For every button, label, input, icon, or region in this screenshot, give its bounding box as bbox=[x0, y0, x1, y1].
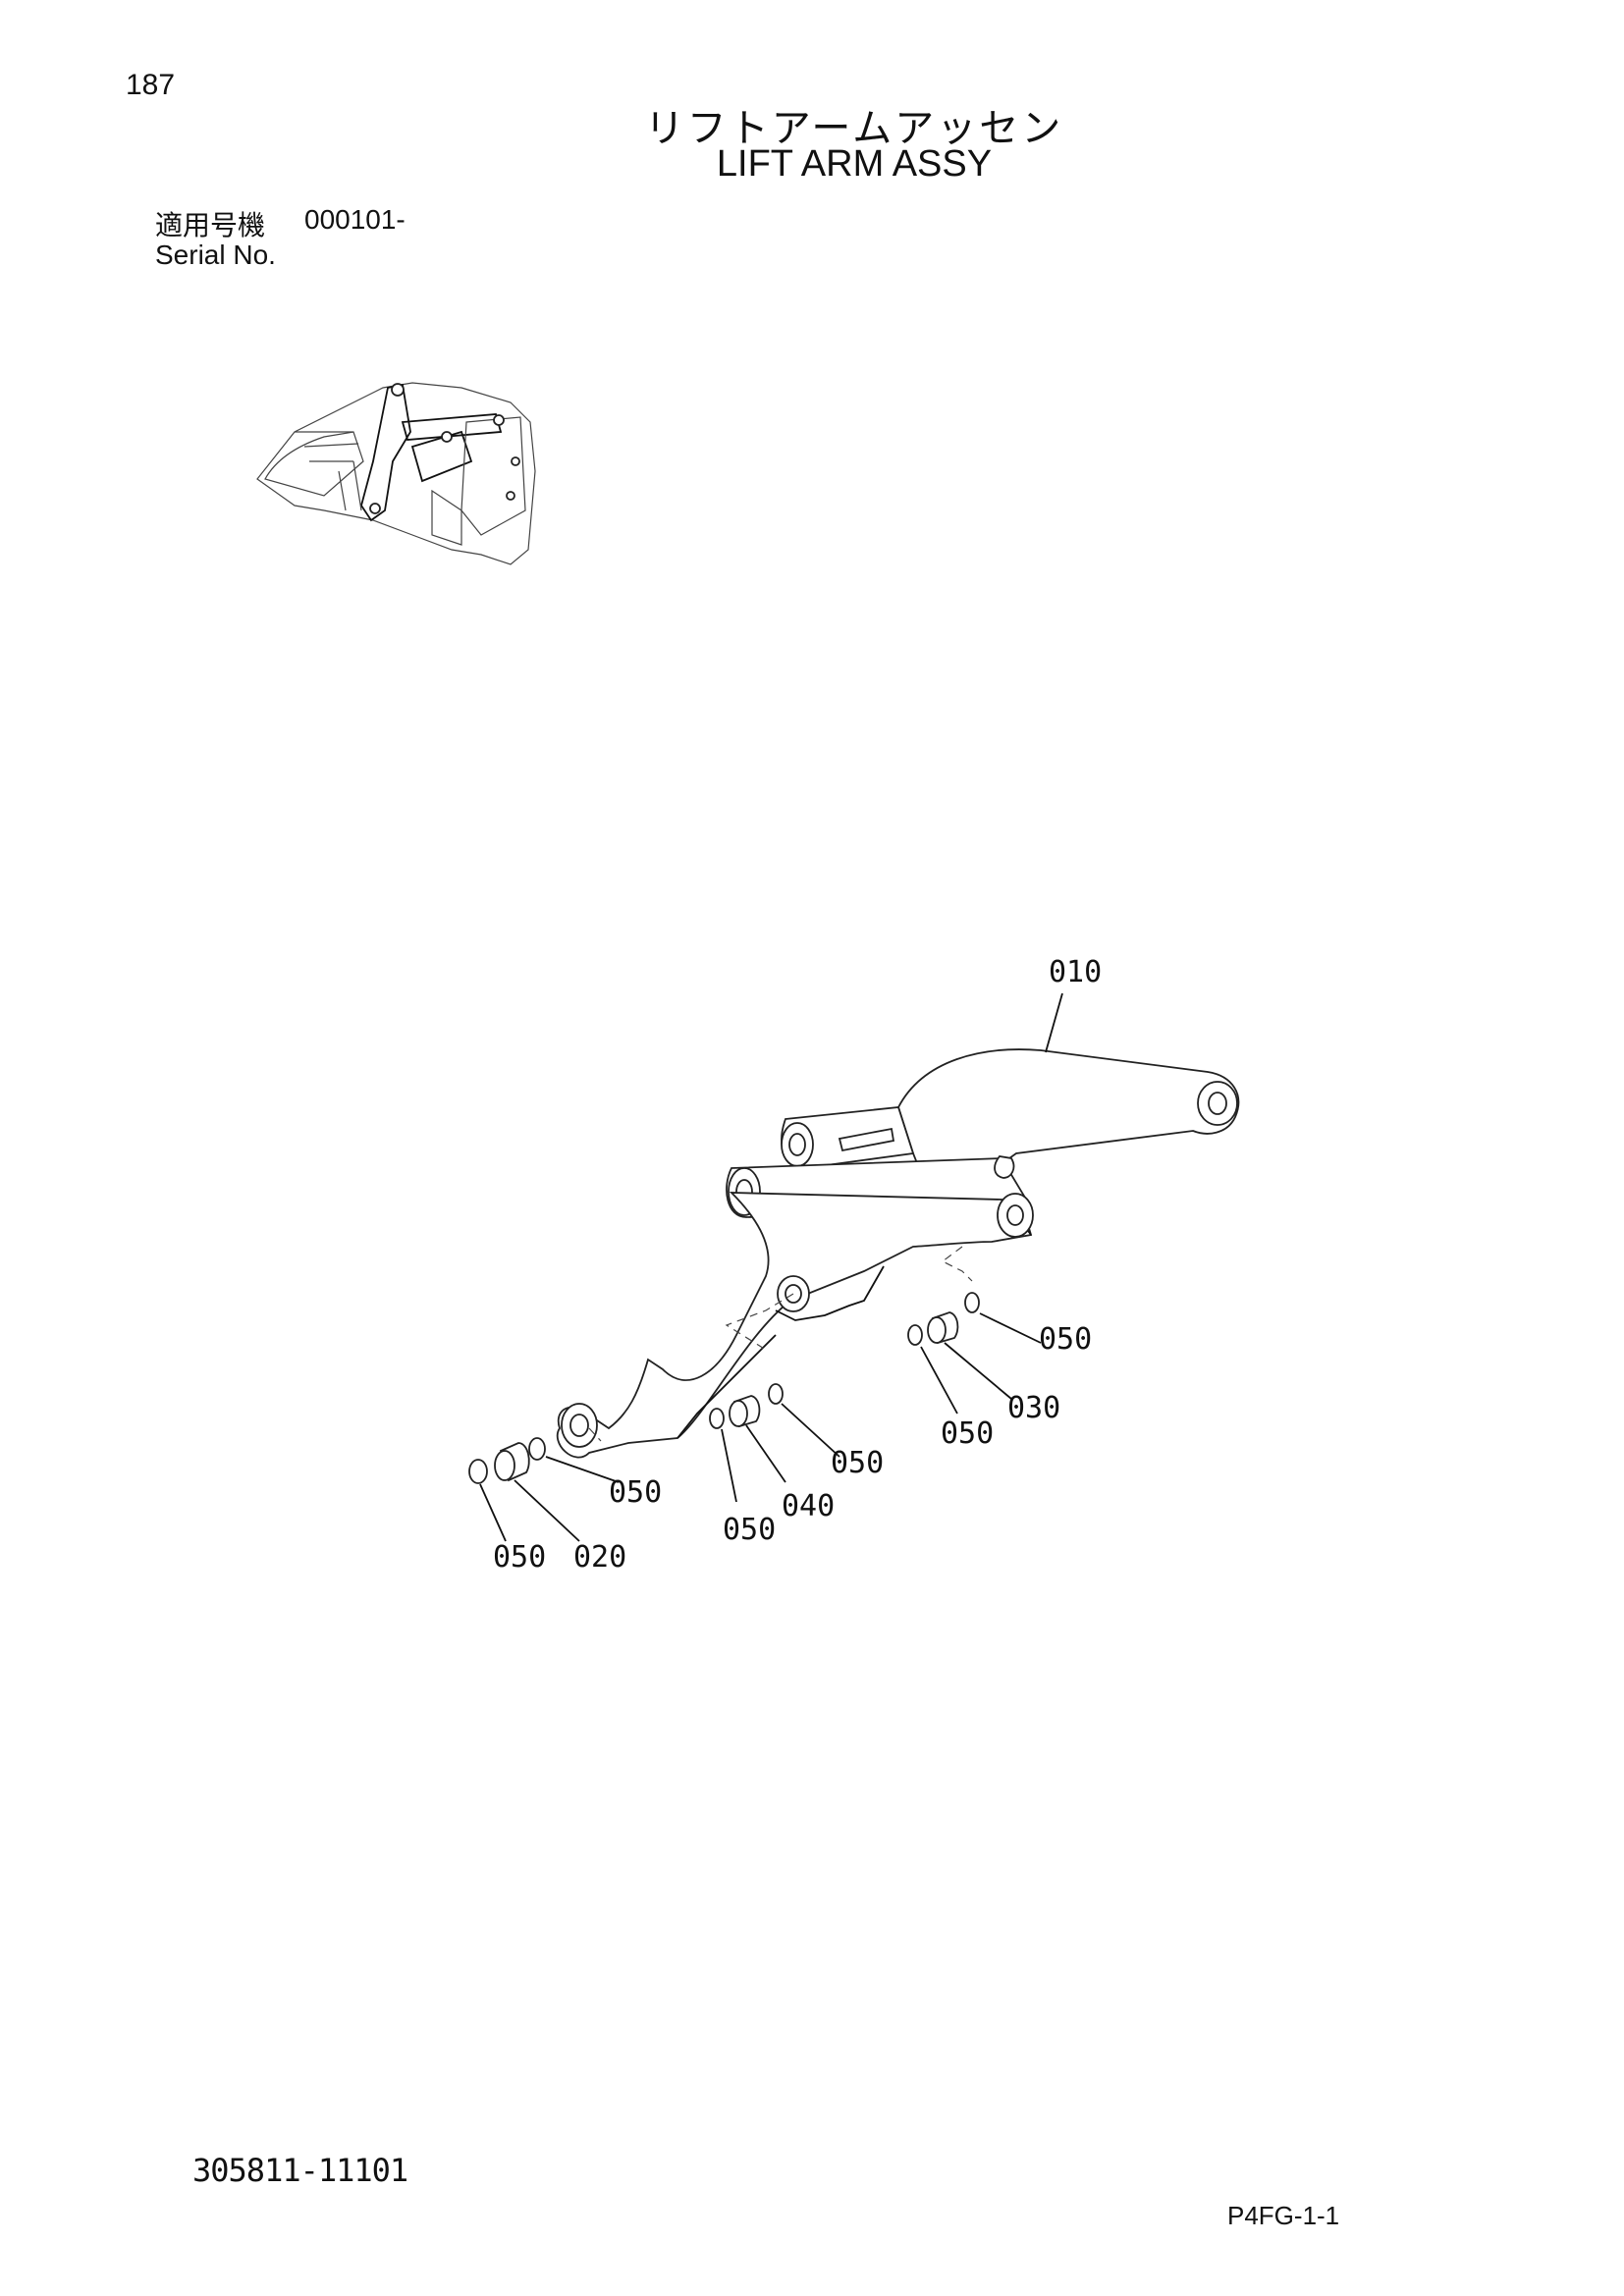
callout-030: 030 bbox=[1007, 1391, 1060, 1425]
bushing-group-020 bbox=[468, 1437, 546, 1484]
title-japanese: リフトアームアッセン bbox=[644, 106, 1064, 151]
callout-050-center: 050 bbox=[723, 1513, 776, 1547]
callout-050-upper-right: 050 bbox=[1039, 1322, 1092, 1357]
serial-label-english: Serial No. bbox=[155, 240, 276, 270]
machine-overview-thumbnail bbox=[256, 382, 536, 565]
leader-lines bbox=[479, 992, 1063, 1542]
serial-label-japanese: 適用号機 bbox=[155, 209, 266, 241]
serial-value: 000101- bbox=[304, 204, 406, 235]
lift-arm-drawing bbox=[557, 1048, 1240, 1459]
callout-050-center-right: 050 bbox=[831, 1446, 884, 1480]
page-number: 187 bbox=[126, 69, 176, 101]
page-code: P4FG-1-1 bbox=[1227, 2201, 1340, 2230]
bushing-group-030 bbox=[907, 1292, 980, 1346]
callout-050-right: 050 bbox=[941, 1416, 994, 1451]
title-english: LIFT ARM ASSY bbox=[716, 143, 993, 185]
callout-050-left-lower: 050 bbox=[493, 1540, 546, 1575]
part-number: 305811-11101 bbox=[192, 2152, 408, 2189]
callout-040: 040 bbox=[782, 1489, 835, 1523]
bushing-group-040 bbox=[709, 1383, 784, 1429]
callout-020: 020 bbox=[573, 1540, 626, 1575]
callout-050-left-upper: 050 bbox=[609, 1475, 662, 1510]
callout-010: 010 bbox=[1049, 955, 1102, 989]
